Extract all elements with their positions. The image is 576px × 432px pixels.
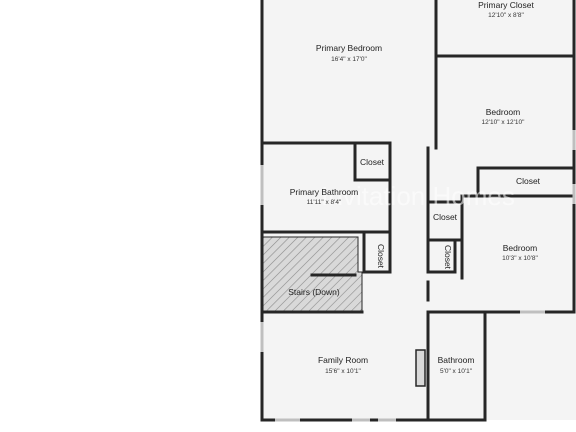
room-primary-bathroom: Primary Bathroom 11'11" x 8'4" bbox=[290, 187, 359, 206]
room-dims-primary-closet: 12'10" x 8'8" bbox=[488, 12, 524, 19]
room-bathroom: Bathroom 5'0" x 10'1" bbox=[438, 355, 475, 375]
family-room-niche bbox=[415, 349, 426, 387]
windows bbox=[260, 130, 576, 422]
room-name-closet-3: Closet bbox=[433, 212, 458, 222]
room-name-closet-5: Closet bbox=[443, 245, 453, 270]
room-name-primary-closet: Primary Closet bbox=[478, 0, 534, 10]
room-name-primary-bathroom: Primary Bathroom bbox=[290, 187, 359, 197]
room-name-bathroom: Bathroom bbox=[438, 355, 475, 365]
room-name-family-room: Family Room bbox=[318, 355, 368, 365]
room-dims-primary-bedroom: 16'4" x 17'0" bbox=[331, 56, 367, 63]
room-closet-5: Closet bbox=[443, 245, 453, 270]
room-family-room: Family Room 15'6" x 10'1" bbox=[318, 355, 368, 375]
room-name-closet-2: Closet bbox=[516, 176, 541, 186]
room-dims-bathroom: 5'0" x 10'1" bbox=[440, 368, 473, 375]
room-name-bedroom-2: Bedroom bbox=[503, 243, 538, 253]
room-name-stairs: Stairs (Down) bbox=[288, 287, 340, 297]
room-primary-closet: Primary Closet 12'10" x 8'8" bbox=[478, 0, 534, 19]
room-bedroom-2: Bedroom 10'3" x 10'8" bbox=[502, 243, 538, 262]
room-closet-4: Closet bbox=[376, 244, 386, 269]
room-dims-primary-bathroom: 11'11" x 8'4" bbox=[307, 199, 342, 206]
room-dims-family-room: 15'6" x 10'1" bbox=[325, 368, 361, 375]
room-name-primary-bedroom: Primary Bedroom bbox=[316, 43, 382, 53]
room-stairs: Stairs (Down) bbox=[288, 287, 340, 297]
room-name-closet-4: Closet bbox=[376, 244, 386, 269]
room-name-closet-1: Closet bbox=[360, 157, 385, 167]
room-name-bedroom-1: Bedroom bbox=[486, 107, 521, 117]
room-primary-bedroom: Primary Bedroom 16'4" x 17'0" bbox=[316, 43, 382, 63]
room-dims-bedroom-1: 12'10" x 12'10" bbox=[482, 119, 526, 126]
walls bbox=[260, 0, 576, 422]
room-closet-3: Closet bbox=[433, 212, 458, 222]
room-bedroom-1: Bedroom 12'10" x 12'10" bbox=[482, 107, 526, 126]
watermark: Invitation Homes bbox=[321, 181, 515, 211]
room-dims-bedroom-2: 10'3" x 10'8" bbox=[502, 255, 538, 262]
room-closet-1: Closet bbox=[360, 157, 385, 167]
room-closet-2: Closet bbox=[516, 176, 541, 186]
